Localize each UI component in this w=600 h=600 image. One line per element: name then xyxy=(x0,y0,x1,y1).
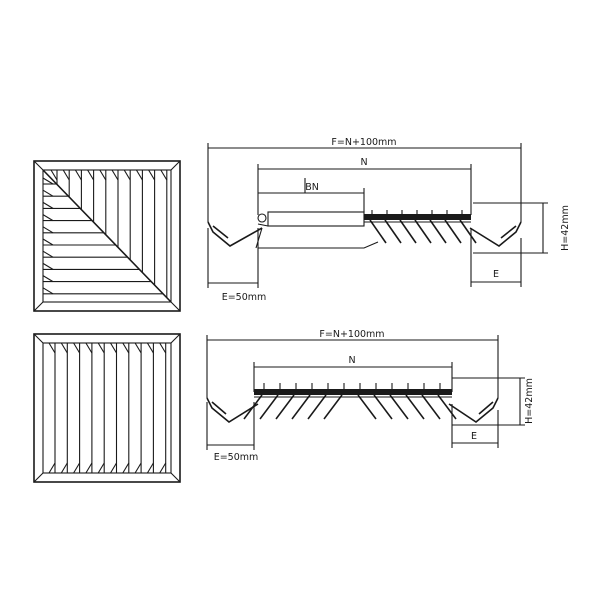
louvre-chevron xyxy=(146,462,154,474)
bottom-right-flange xyxy=(448,397,499,423)
top-plan-vertical-louvres xyxy=(50,169,168,298)
top-dim-n-label: N xyxy=(360,157,367,168)
louvre-chevron xyxy=(134,462,142,474)
top-screw xyxy=(257,213,267,223)
bottom-rail xyxy=(254,389,452,395)
top-damper-box xyxy=(267,211,365,227)
section-blade xyxy=(459,219,477,244)
louvre-chevron xyxy=(73,342,81,354)
louvre-chevron xyxy=(74,169,82,181)
top-section-blades xyxy=(369,210,477,244)
section-blade xyxy=(323,394,343,420)
louvre-chevron xyxy=(42,226,54,234)
section-blade xyxy=(389,394,409,420)
louvre-chevron xyxy=(111,169,119,181)
louvre-chevron xyxy=(97,462,105,474)
louvre-chevron xyxy=(99,169,107,181)
louvre-chevron xyxy=(110,462,117,474)
top-dim-h-label: H=42mm xyxy=(560,205,571,251)
bottom-dim-e-left-label: E=50mm xyxy=(214,452,259,463)
bottom-plan-outer-frame xyxy=(33,333,181,483)
section-blade xyxy=(429,219,447,244)
section-blade xyxy=(243,394,263,420)
louvre-chevron xyxy=(42,287,54,295)
section-blade xyxy=(291,394,311,420)
section-blade xyxy=(307,394,327,420)
section-blade xyxy=(399,219,417,244)
top-plan-outer-frame xyxy=(33,160,181,312)
louvre-chevron xyxy=(42,250,54,258)
top-dim-bn-label: BN xyxy=(305,182,319,193)
top-plan-inner-frame xyxy=(42,169,172,303)
louvre-chevron xyxy=(85,342,93,354)
top-dim-e-left-label: E=50mm xyxy=(222,292,267,303)
top-section-view: F=N+100mm N BN H=42mm E=50m xyxy=(207,137,571,303)
louvre-chevron xyxy=(97,342,105,354)
louvre-chevron xyxy=(42,189,54,197)
louvre-chevron xyxy=(135,169,143,181)
section-blade xyxy=(384,219,402,244)
louvre-chevron xyxy=(42,201,54,209)
louvre-chevron xyxy=(110,342,117,354)
bottom-left-flange xyxy=(206,397,259,423)
top-left-flange xyxy=(207,221,263,247)
bottom-plan-view xyxy=(33,333,181,483)
top-right-flange xyxy=(469,221,522,247)
bottom-plan-inner-frame xyxy=(42,342,172,474)
top-plan-view xyxy=(33,160,181,312)
louvre-chevron xyxy=(160,169,168,181)
section-blade xyxy=(405,394,425,420)
louvre-chevron xyxy=(42,262,54,270)
louvre-chevron xyxy=(73,462,81,474)
louvre-chevron xyxy=(62,169,70,181)
bottom-dim-n-label: N xyxy=(348,355,355,366)
bottom-dim-e-right-label: E xyxy=(471,431,477,442)
louvre-chevron xyxy=(123,169,131,181)
louvre-chevron xyxy=(159,342,167,354)
bottom-section-view: F=N+100mm N H=42mm E=50mm E xyxy=(206,329,535,463)
louvre-chevron xyxy=(60,462,68,474)
louvre-chevron xyxy=(87,169,95,181)
bottom-dim-h-label: H=42mm xyxy=(524,378,535,424)
section-blade xyxy=(373,394,393,420)
louvre-chevron xyxy=(85,462,93,474)
louvre-chevron xyxy=(42,238,54,246)
louvre-chevron xyxy=(48,342,56,354)
louvre-chevron xyxy=(146,342,154,354)
section-blade xyxy=(444,219,462,244)
louvre-chevron xyxy=(122,342,130,354)
bottom-plan-louvres xyxy=(48,342,167,474)
top-dim-f-label: F=N+100mm xyxy=(331,137,396,148)
louvre-chevron xyxy=(50,169,58,181)
top-plan-diagonal xyxy=(42,169,172,303)
section-blade xyxy=(414,219,432,244)
top-plan-horizontal-louvres xyxy=(42,177,164,295)
louvre-chevron xyxy=(122,462,130,474)
louvre-chevron xyxy=(42,214,54,222)
louvre-chevron xyxy=(42,275,54,283)
section-blade xyxy=(369,219,387,244)
louvre-chevron xyxy=(48,462,56,474)
top-dim-e-right-label: E xyxy=(493,269,499,280)
louvre-chevron xyxy=(42,177,54,185)
louvre-chevron xyxy=(148,169,156,181)
louvre-chevron xyxy=(134,342,142,354)
bottom-section-blades xyxy=(243,383,457,420)
top-rail xyxy=(364,214,471,220)
section-blade xyxy=(275,394,295,420)
louvre-chevron xyxy=(159,462,167,474)
section-blade xyxy=(259,394,279,420)
bottom-dim-f-label: F=N+100mm xyxy=(319,329,384,340)
section-blade xyxy=(357,394,377,420)
louvre-chevron xyxy=(60,342,68,354)
section-blade xyxy=(421,394,441,420)
section-blade xyxy=(437,394,457,420)
